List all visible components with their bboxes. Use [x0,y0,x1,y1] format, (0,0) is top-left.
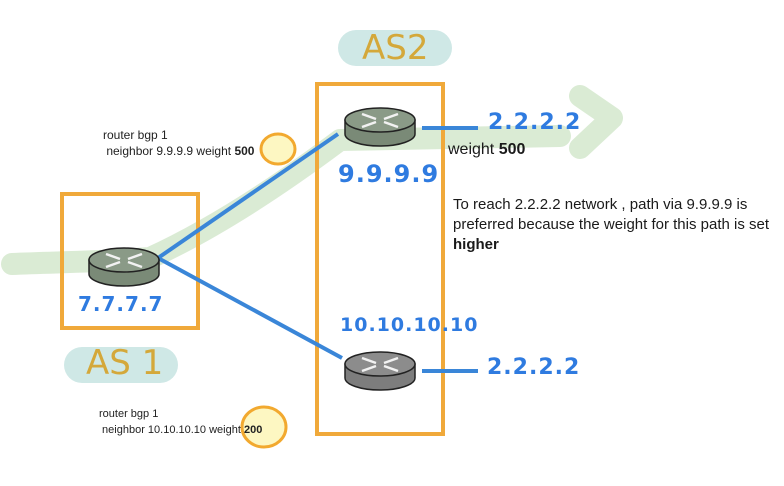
link-r1-r2 [156,132,340,260]
as1-box [60,192,200,330]
config-top: router bgp 1 neighbor 9.9.9.9 weight 500 [103,127,254,159]
explanation-note: To reach 2.2.2.2 network , path via 9.9.… [453,195,773,255]
config-line: router bgp 1 [99,408,159,420]
as1-bubble [64,347,178,383]
router-9-9-9-9[interactable] [344,107,416,147]
network-label: 2.2.2.2 [487,355,581,380]
note-text: To reach 2.2.2.2 network , path via 9.9.… [453,196,770,233]
router-arrows-icon [361,356,399,373]
config-weight: 200 [243,424,263,436]
as1-label: AS 1 [86,343,164,383]
weight-500-highlight [259,132,297,166]
as2-box [315,82,445,436]
network-label: 2.2.2.2 [488,110,582,135]
config-bottom: router bgp 1 neighbor 10.10.10.10 weight… [99,406,262,438]
config-weight: 500 [234,144,255,158]
router-ip-label: 7.7.7.7 [78,292,164,316]
config-line: neighbor 10.10.10.10 weight [99,424,244,436]
weight-200-highlight [240,405,288,449]
note-bold: higher [453,236,499,253]
router-7-7-7-7[interactable] [88,247,160,287]
weight-label-prefix: weight [448,141,499,158]
config-line: neighbor 9.9.9.9 weight [103,144,235,158]
router-10-10-10-10[interactable] [344,351,416,391]
router-ip-label: 10.10.10.10 [340,314,479,336]
as2-bubble [338,30,452,66]
as2-label: AS2 [362,28,429,68]
router-arrows-icon [105,252,143,269]
link-r1-r3 [157,256,343,360]
weight-label-value: 500 [498,141,526,158]
weight-label: weight 500 [448,141,525,159]
router-arrows-icon [361,112,399,129]
preferred-path-arrowhead [569,85,623,159]
config-line: router bgp 1 [103,128,168,142]
router-ip-label: 9.9.9.9 [338,160,440,188]
